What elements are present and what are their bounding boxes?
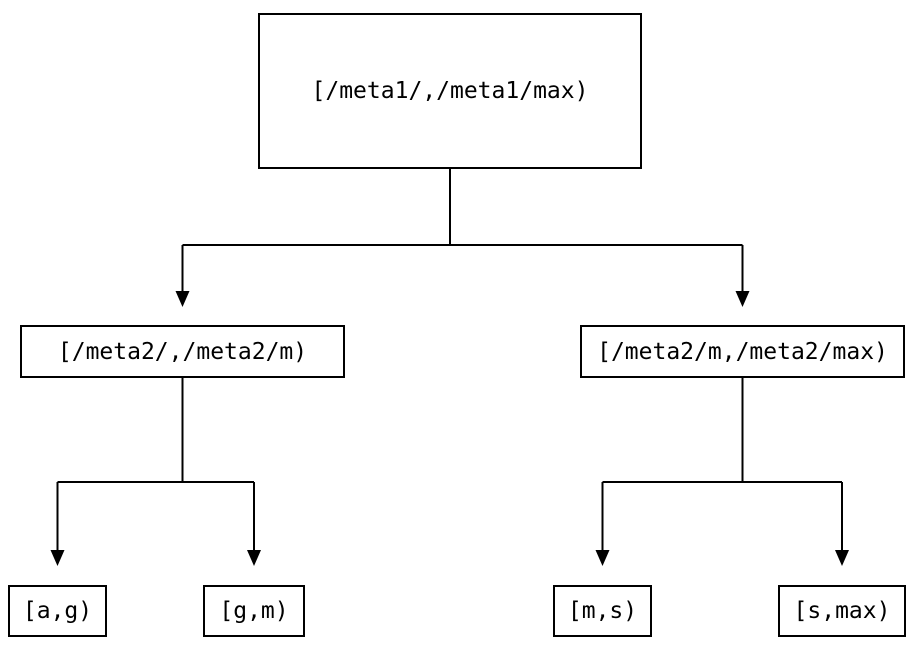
tree-node-left-child: [/meta2/,/meta2/m) (20, 325, 345, 378)
tree-node-label: [s,max) (793, 598, 891, 624)
tree-node-label: [/meta1/,/meta1/max) (311, 78, 589, 104)
arrow-down-icon (735, 291, 750, 307)
arrow-down-icon (247, 550, 261, 566)
arrow-down-icon (835, 550, 849, 566)
tree-node-leaf-ms: [m,s) (553, 585, 652, 637)
tree-node-label: [/meta2/m,/meta2/max) (597, 338, 888, 365)
tree-node-label: [g,m) (219, 598, 289, 624)
edge-right-child-to-leaves (595, 378, 849, 566)
tree-node-right-child: [/meta2/m,/meta2/max) (580, 325, 905, 378)
arrow-down-icon (175, 291, 190, 307)
edge-left-child-to-leaves (50, 378, 261, 566)
tree-node-root: [/meta1/,/meta1/max) (258, 13, 642, 169)
tree-node-leaf-ag: [a,g) (8, 585, 107, 637)
tree-node-label: [m,s) (567, 598, 638, 624)
tree-node-leaf-smax: [s,max) (778, 585, 906, 637)
tree-node-leaf-gm: [g,m) (203, 585, 305, 637)
tree-node-label: [a,g) (22, 598, 93, 624)
arrow-down-icon (50, 550, 65, 566)
edge-root-to-children (175, 169, 750, 307)
tree-node-label: [/meta2/,/meta2/m) (57, 338, 308, 365)
arrow-down-icon (595, 550, 610, 566)
